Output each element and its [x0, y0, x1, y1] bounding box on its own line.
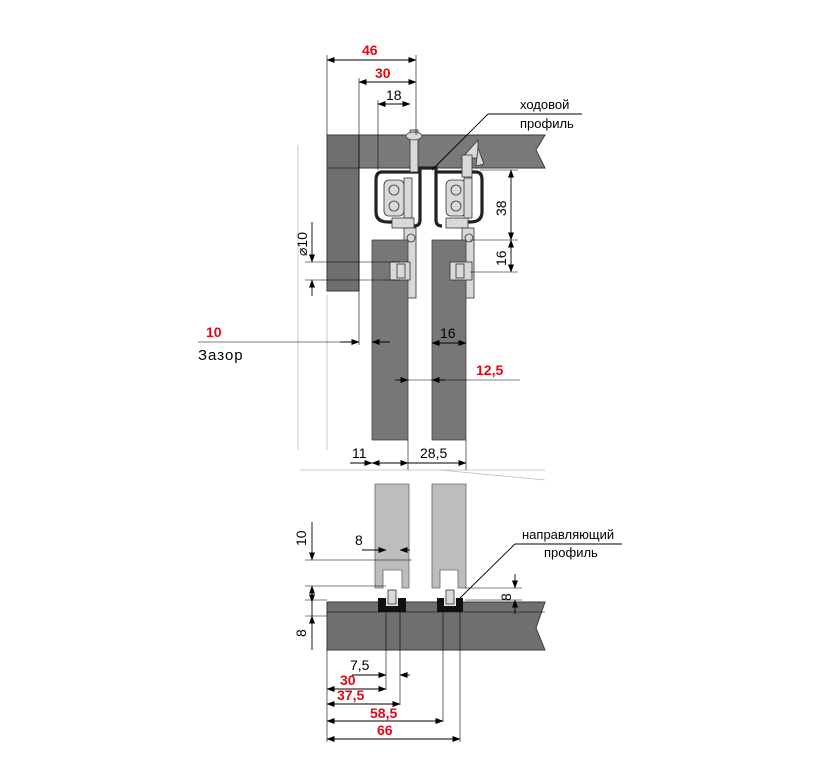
dim-8-width: 8 — [355, 532, 363, 548]
label-leaders — [431, 113, 622, 601]
dim-30-top: 30 — [375, 65, 391, 81]
dimension-lines-bottom — [326, 612, 461, 742]
guide-profile-label-2: профиль — [544, 545, 598, 560]
dim-8-left: 8 — [293, 629, 309, 637]
door-left-upper — [371, 239, 411, 441]
dim-16-right: 16 — [493, 250, 509, 266]
dimension-lines-lower — [305, 522, 522, 650]
dim-38: 38 — [493, 200, 509, 216]
dimension-lines-right — [470, 169, 518, 273]
dim-12-5: 12,5 — [476, 362, 503, 378]
dim-10-lower: 10 — [293, 530, 309, 546]
running-profile-label-2: профиль — [520, 116, 574, 131]
door-right-lower — [431, 483, 467, 589]
dim-11: 11 — [352, 445, 367, 461]
dim-8-right: 8 — [498, 593, 514, 601]
construction-lines — [297, 145, 546, 481]
dim-28-5: 28,5 — [420, 445, 447, 461]
dim-66: 66 — [377, 722, 393, 738]
floor-slab — [326, 601, 546, 651]
dim-58-5: 58,5 — [370, 705, 397, 721]
dimension-lines-top — [326, 55, 417, 345]
running-profile — [374, 129, 485, 228]
dim-46: 46 — [362, 42, 378, 58]
dim-16-mid: 16 — [440, 325, 456, 341]
gap-label: Зазор — [198, 347, 244, 364]
guide-profile-label-1: направляющий — [522, 527, 614, 542]
dim-gap-10: 10 — [206, 324, 222, 340]
dim-18: 18 — [386, 87, 402, 103]
guide-profile — [378, 589, 463, 612]
door-left-lower — [374, 483, 410, 589]
dim-30-bottom: 30 — [340, 672, 356, 688]
running-profile-label-1: ходовой — [520, 97, 569, 112]
dim-37-5: 37,5 — [337, 687, 364, 703]
dimension-diameter — [305, 222, 400, 296]
dim-diameter-10: ⌀10 — [294, 232, 310, 256]
dim-7-5: 7,5 — [350, 657, 370, 673]
dimension-lines-middle — [198, 339, 520, 470]
